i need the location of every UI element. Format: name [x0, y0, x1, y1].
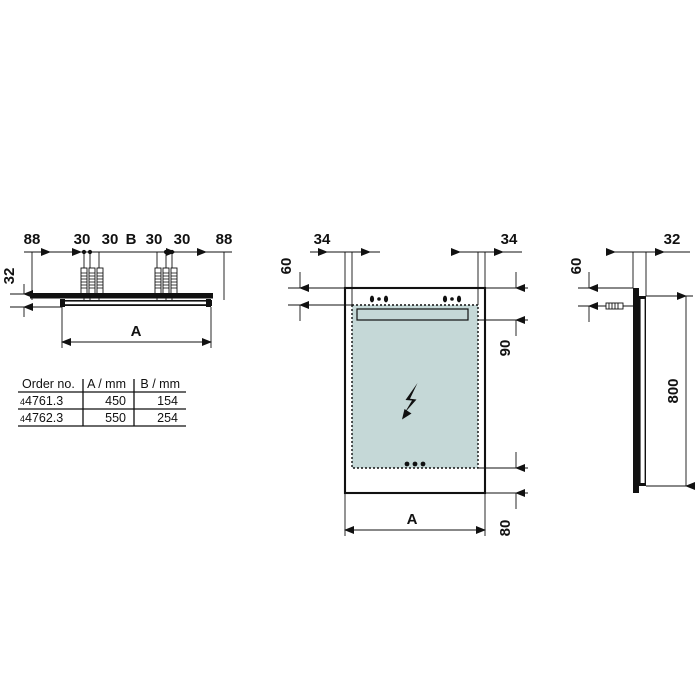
top-view-overall-width-dimension: A — [61, 307, 212, 348]
front-view-group: 34 34 60 — [278, 231, 528, 536]
front-dim-top-offset: 60 — [278, 258, 352, 321]
dim-front-top-offset: 60 — [278, 258, 295, 275]
dim-top-left-edge: 88 — [24, 231, 41, 248]
table-header-b-mm: B / mm — [140, 377, 180, 391]
dim-top-left-inner-1: 30 — [74, 231, 91, 248]
dim-front-led-zone: 90 — [497, 340, 514, 357]
b-mm-value: 254 — [157, 411, 178, 425]
dim-side-top-offset: 60 — [568, 258, 585, 275]
top-view-group: 88 30 30 B 30 30 88 — [1, 231, 232, 348]
side-dim-top-offset: 60 — [568, 258, 633, 322]
order-no-value: 4762.3 — [25, 411, 63, 425]
sensor-dots-icon — [404, 461, 426, 467]
mount-dot-group-left — [369, 295, 389, 303]
screw-icon — [96, 267, 104, 295]
screw-icon — [80, 267, 88, 295]
dim-front-left-offset: 34 — [314, 231, 331, 248]
screw-icon — [170, 267, 178, 295]
a-mm-value: 550 — [105, 411, 126, 425]
mirror-glass-panel — [351, 304, 479, 469]
mount-dot-group-right — [442, 295, 462, 303]
high-voltage-icon — [402, 383, 418, 420]
dim-top-overall-width: A — [131, 323, 142, 340]
order-no-prefix: 4 — [20, 397, 25, 407]
side-view-group: 32 60 800 — [568, 231, 695, 493]
side-dim-depth: 32 — [606, 231, 690, 296]
screw-icon — [154, 267, 162, 295]
dim-top-right-edge: 88 — [216, 231, 233, 248]
order-table: Order no. A / mm B / mm 4 4761.3 450 154… — [18, 377, 186, 427]
screw-icon — [88, 267, 96, 295]
order-no-value: 4761.3 — [25, 394, 63, 408]
table-row: 4 4761.3 450 154 — [20, 394, 178, 408]
dim-side-depth: 32 — [664, 231, 681, 248]
table-row: 4 4762.3 550 254 — [20, 411, 178, 425]
front-dim-right-offset: 34 — [451, 231, 522, 305]
dim-front-right-offset: 34 — [501, 231, 518, 248]
a-mm-value: 450 — [105, 394, 126, 408]
side-panel-body — [633, 288, 639, 493]
table-header-order-no: Order no. — [22, 377, 75, 391]
front-dim-bottom-offset: 80 — [478, 452, 528, 536]
top-view-thickness-dimension: 32 — [1, 268, 62, 317]
dim-top-right-inner-1: 30 — [146, 231, 163, 248]
front-dim-led-zone: 90 — [478, 272, 528, 356]
fixing-screws-group — [80, 267, 178, 295]
table-header-a-mm: A / mm — [87, 377, 126, 391]
front-dim-left-offset: 34 — [310, 231, 380, 305]
mirror-frame — [343, 286, 487, 495]
front-dim-overall-width: A — [344, 493, 486, 536]
dim-side-overall-height: 800 — [665, 378, 682, 403]
side-dim-overall-height: 800 — [646, 292, 695, 490]
dim-front-bottom-offset: 80 — [497, 520, 514, 537]
b-mm-value: 154 — [157, 394, 178, 408]
order-no-prefix: 4 — [20, 414, 25, 424]
dim-front-overall-width: A — [407, 511, 418, 528]
side-panel-channel — [640, 299, 645, 483]
led-light-strip — [356, 308, 469, 321]
dim-top-left-inner-2: 30 — [102, 231, 119, 248]
dim-top-right-inner-2: 30 — [174, 231, 191, 248]
top-view-body — [30, 293, 213, 307]
top-view-dimension-chain: 88 30 30 B 30 30 88 — [24, 231, 233, 300]
screw-icon — [162, 267, 170, 295]
dim-top-center-span: B — [126, 231, 137, 248]
dim-top-thickness: 32 — [1, 268, 18, 285]
